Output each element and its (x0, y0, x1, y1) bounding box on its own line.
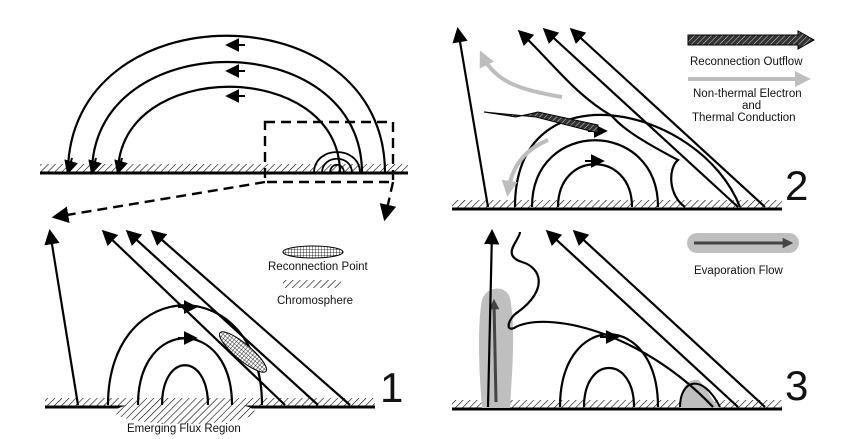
emerging-loop (530, 139, 660, 208)
field-loop (90, 60, 364, 174)
emerging-loop (582, 367, 636, 408)
reconnection-point-legend-swatch (282, 245, 344, 259)
open-field-line (125, 229, 319, 406)
emerging-loop (160, 364, 210, 406)
legend-panel-3: Evaporation Flow (687, 233, 799, 277)
chromosphere-legend-label: Chromosphere (277, 295, 353, 307)
open-field-line (101, 229, 286, 406)
open-field-line (452, 26, 490, 208)
reconnected-field-line (517, 29, 686, 208)
panel-number-2: 2 (785, 162, 808, 209)
field-direction-arrow (114, 157, 128, 175)
panel-1: Emerging Flux Region 1 (44, 228, 403, 435)
panel-3: 3 (452, 228, 808, 411)
emerging-loop (313, 151, 361, 174)
open-field-line (545, 229, 739, 408)
zoom-line-left (51, 180, 266, 224)
chromosphere-strip (452, 200, 782, 208)
chromosphere-strip (452, 400, 782, 408)
open-field-line (150, 229, 351, 406)
reconnection-outflow-arrow (483, 111, 599, 134)
emerging-flux-region-label: Emerging Flux Region (127, 423, 241, 435)
legend-panel-2: Reconnection Outflow Non-thermal Electro… (687, 30, 816, 124)
reconnection-point-legend-label: Reconnection Point (268, 261, 369, 273)
evaporation-flow-legend-label: Evaporation Flow (694, 265, 784, 277)
nonthermal-arrow-down (501, 138, 549, 197)
emerging-loop (321, 158, 353, 174)
zoom-line-right (379, 181, 397, 222)
open-field-line (569, 27, 766, 208)
open-field-line (44, 228, 80, 406)
kinked-field-line (507, 231, 714, 408)
nonthermal-arrow-up (479, 50, 563, 99)
chromosphere-strip (40, 164, 408, 172)
emerging-loop (513, 113, 742, 208)
chromosphere-legend-swatch (283, 280, 341, 288)
panel-2: 2 (452, 26, 808, 211)
reconnection-outflow-legend-label: Reconnection Outflow (690, 56, 803, 68)
field-loop (116, 85, 342, 174)
reconnection-point-marker (218, 331, 268, 373)
evaporation-flow-arrow (488, 298, 500, 403)
emerging-loop (329, 163, 345, 174)
open-field-line (484, 228, 500, 408)
nonthermal-legend-label-1: Non-thermal Electron (693, 88, 802, 100)
open-field-line (572, 229, 766, 408)
legend-panel-1: Reconnection Point Chromosphere (268, 245, 369, 307)
emerging-loop (136, 337, 234, 406)
nonthermal-legend-label-2: and (742, 100, 761, 112)
nonthermal-legend-label-3: Thermal Conduction (692, 112, 796, 124)
field-loop (66, 34, 387, 174)
emerging-loop (558, 333, 660, 408)
reconnection-outflow-legend-swatch (687, 30, 816, 50)
field-direction-arrow (88, 157, 102, 175)
emerging-flux-region-marker (115, 400, 255, 424)
small-loop (679, 382, 721, 408)
zoom-box (263, 120, 395, 184)
field-direction-arrow (64, 157, 78, 175)
overview-panel (40, 34, 408, 224)
panel-number-1: 1 (380, 364, 403, 411)
open-field-line (542, 27, 739, 208)
panel-number-3: 3 (785, 362, 808, 409)
